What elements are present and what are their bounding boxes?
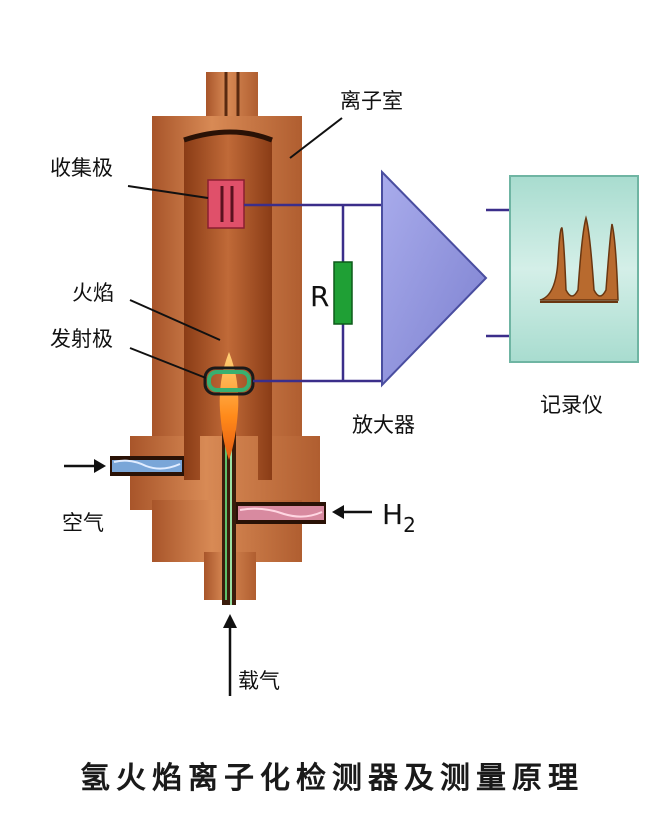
hydrogen-arrow — [332, 505, 372, 519]
flame-label: 火焰 — [72, 281, 114, 305]
air-label: 空气 — [62, 511, 104, 535]
resistor — [334, 262, 352, 324]
hydrogen-label: H2 — [382, 498, 416, 537]
carrier-gas-label: 载气 — [238, 669, 280, 693]
ion-chamber-label: 离子室 — [340, 89, 403, 113]
air-arrow — [64, 459, 106, 473]
amplifier-label: 放大器 — [352, 413, 415, 437]
carrier-gas-arrow — [223, 614, 237, 696]
recorder — [510, 176, 638, 362]
resistor-label: R — [310, 280, 329, 313]
hydrogen-inlet — [236, 502, 326, 524]
amplifier — [382, 172, 486, 385]
diagram-caption: 氢火焰离子化检测器及测量原理 — [80, 761, 584, 796]
hydrogen-symbol: H — [382, 498, 403, 531]
collector-label: 收集极 — [50, 156, 113, 180]
collector-electrode — [208, 180, 244, 228]
recorder-label: 记录仪 — [540, 393, 603, 417]
hydrogen-subscript: 2 — [403, 513, 416, 537]
air-inlet — [110, 456, 184, 476]
emitter-label: 发射极 — [50, 327, 113, 351]
